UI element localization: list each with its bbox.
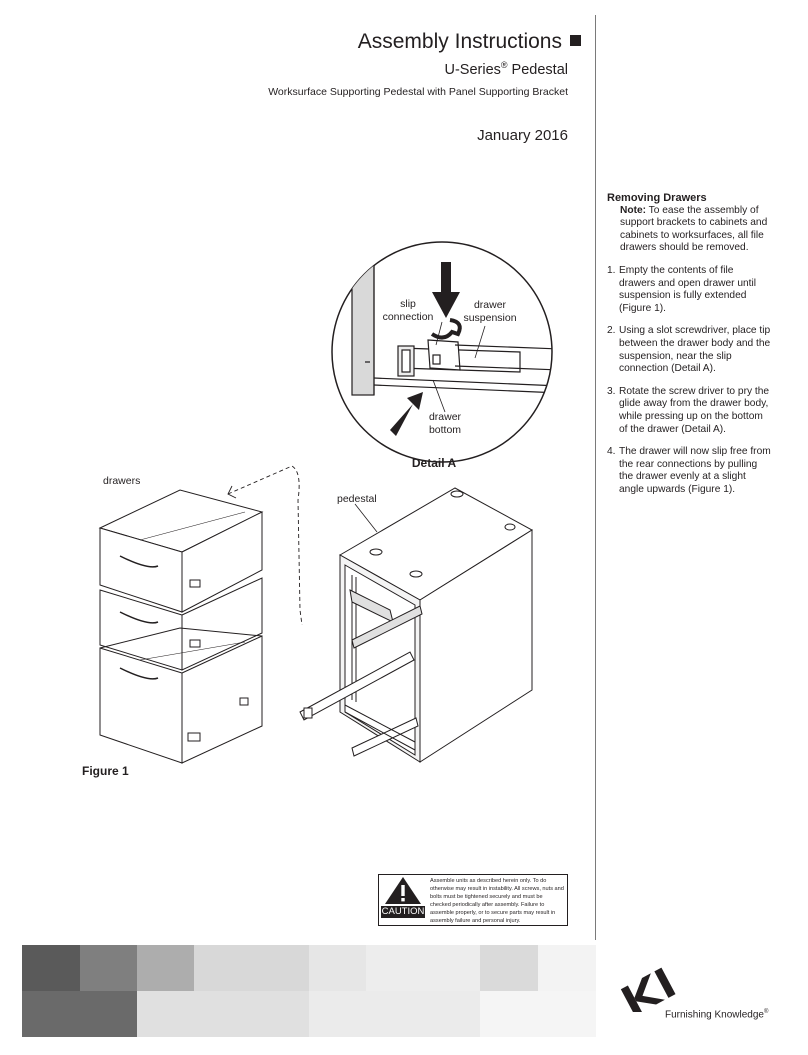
pedestal-leader — [354, 503, 378, 533]
step-number: 3. — [607, 385, 616, 397]
title-text: Assembly Instructions — [357, 30, 562, 53]
rotate-arrow-icon — [430, 318, 462, 340]
product-name: U-Series® Pedestal — [444, 60, 568, 78]
footer-block — [22, 991, 137, 1037]
step-text: Empty the contents of file drawers and o… — [619, 264, 757, 314]
step-1: 1.Empty the contents of file drawers and… — [607, 265, 772, 315]
section-heading: Removing Drawers — [607, 192, 707, 204]
label-drawer-2: drawer — [429, 411, 462, 423]
registered-mark: ® — [500, 60, 508, 70]
note: Note: To ease the assembly of support br… — [607, 205, 772, 255]
label-drawer-1: drawer — [474, 299, 507, 311]
footer-block — [366, 945, 480, 991]
footer-block — [480, 991, 596, 1037]
footer-block — [137, 991, 309, 1037]
product-name-text: U-Series — [444, 61, 501, 78]
figure-caption: Figure 1 — [82, 764, 129, 778]
down-arrow-icon — [432, 262, 460, 318]
footer-block — [22, 945, 80, 991]
detail-caption: Detail A — [412, 456, 457, 470]
step-2: 2.Using a slot screwdriver, place tip be… — [607, 325, 772, 375]
footer-block — [309, 945, 366, 991]
assembly-illustration: slip connection drawer suspension drawer… — [82, 241, 553, 778]
footer-block — [538, 945, 596, 991]
caution-box: CAUTION Assemble units as described here… — [378, 874, 568, 926]
step-4: 4.The drawer will now slip free from the… — [607, 446, 772, 496]
up-arrow-icon — [390, 392, 423, 436]
label-drawers: drawers — [103, 475, 140, 487]
footer-block — [309, 991, 480, 1037]
illustration-svg: slip connection drawer suspension drawer… — [82, 241, 553, 778]
instructions-column: Removing Drawers Note: To ease the assem… — [607, 192, 772, 506]
pedestal-drawing — [299, 487, 533, 763]
brand-tagline: Furnishing Knowledge® — [665, 1009, 768, 1020]
leader-marker-icon — [227, 485, 237, 499]
step-text: Rotate the screw driver to pry the glide… — [619, 385, 770, 435]
label-bottom: bottom — [429, 424, 461, 436]
ki-logo — [618, 964, 688, 1017]
caution-text: Assemble units as described herein only.… — [430, 878, 564, 925]
page-title: Assembly Instructions — [358, 30, 581, 54]
brand-tagline-text: Furnishing Knowledge — [665, 1009, 764, 1021]
footer-block — [137, 945, 194, 991]
footer-block — [480, 945, 538, 991]
step-text: Using a slot screwdriver, place tip betw… — [619, 325, 771, 375]
ki-logo-mark — [620, 967, 676, 1016]
footer-block — [80, 945, 137, 991]
footer-color-band — [22, 945, 596, 1037]
warning-triangle-icon — [385, 877, 421, 904]
caution-label: CAUTION — [381, 906, 425, 918]
note-text: To ease the assembly of support brackets… — [620, 204, 768, 254]
caution-sign: CAUTION — [379, 875, 427, 925]
drawers-drawing — [98, 489, 264, 764]
note-label: Note: — [620, 204, 647, 216]
product-name-rest: Pedestal — [507, 61, 568, 78]
title-square-icon — [570, 35, 581, 46]
detail-leader-line — [227, 465, 303, 626]
step-text: The drawer will now slip free from the r… — [619, 446, 771, 495]
footer-block — [194, 945, 309, 991]
step-3: 3.Rotate the screw driver to pry the gli… — [607, 386, 772, 436]
document-date: January 2016 — [477, 127, 568, 144]
label-suspension: suspension — [463, 312, 516, 324]
step-number: 1. — [607, 264, 616, 276]
label-pedestal: pedestal — [337, 493, 377, 505]
column-divider — [595, 15, 596, 940]
label-slip: slip — [400, 298, 416, 310]
label-connection: connection — [383, 311, 434, 323]
step-number: 4. — [607, 446, 616, 458]
brand-registered-mark: ® — [763, 1009, 769, 1015]
detail-a-magnifier: slip connection drawer suspension drawer… — [331, 241, 553, 470]
product-tagline: Worksurface Supporting Pedestal with Pan… — [268, 86, 568, 98]
step-number: 2. — [607, 325, 616, 337]
